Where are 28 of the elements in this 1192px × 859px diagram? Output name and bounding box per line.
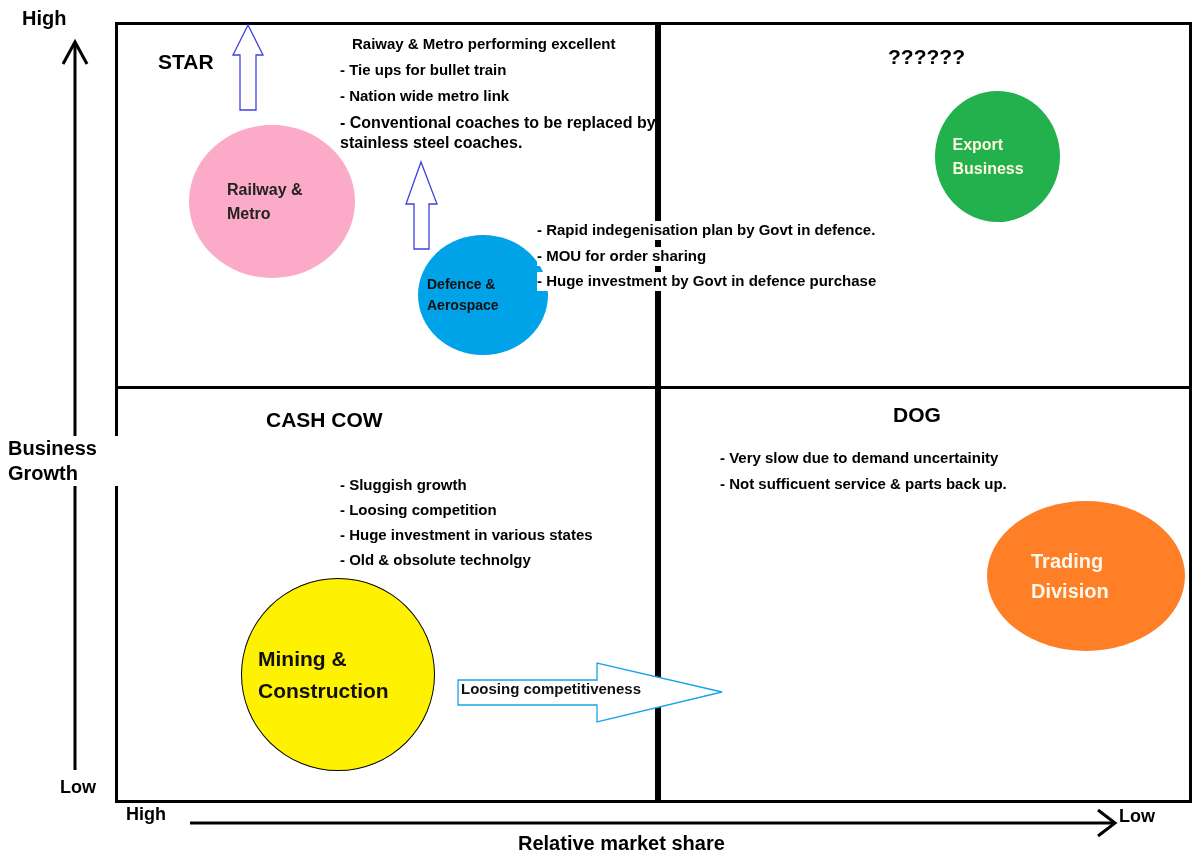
bullet-note: - Loosing competition (340, 501, 497, 520)
bullet-note: - Old & obsolute technolgy (340, 551, 531, 570)
business-bubble: Export Business (935, 91, 1060, 222)
business-bubble: Mining & Construction (241, 578, 435, 771)
business-bubble: Trading Division (987, 501, 1185, 651)
bullet-note: Raiway & Metro performing excellent (352, 35, 616, 54)
bullet-note: - Tie ups for bullet train (340, 61, 507, 80)
quadrant-box (655, 386, 1192, 803)
bullet-note: - Nation wide metro link (340, 87, 510, 106)
axis-title: Business Growth (8, 436, 118, 486)
bullet-note: - Huge investment by Govt in defence purchase (537, 272, 877, 291)
axis-end-label: High (22, 6, 67, 31)
bullet-note: - Rapid indegenisation plan by Govt in defence. (537, 221, 876, 240)
bullet-note: - Conventional coaches to be replaced by stainless steel coaches. (340, 113, 657, 153)
bullet-note: - Not sufficuent service & parts back up. (720, 475, 1007, 494)
block-arrow: Loosing competitiveness (457, 662, 723, 723)
quadrant-heading: STAR (158, 50, 214, 74)
axis-title: Relative market share (518, 831, 725, 856)
quadrant-heading: DOG (893, 403, 941, 427)
bullet-note: - Huge investment in various states (340, 526, 593, 545)
bullet-note: - MOU for order sharing (537, 247, 707, 266)
quadrant-heading: CASH COW (266, 408, 383, 432)
bullet-note: - Sluggish growth (340, 476, 467, 495)
axis-end-label: Low (1119, 805, 1155, 828)
bullet-note: - Very slow due to demand uncertainity (720, 449, 999, 468)
axis-end-label: High (126, 803, 166, 826)
axis-end-label: Low (60, 776, 96, 799)
quadrant-heading: ?????? (888, 45, 965, 69)
